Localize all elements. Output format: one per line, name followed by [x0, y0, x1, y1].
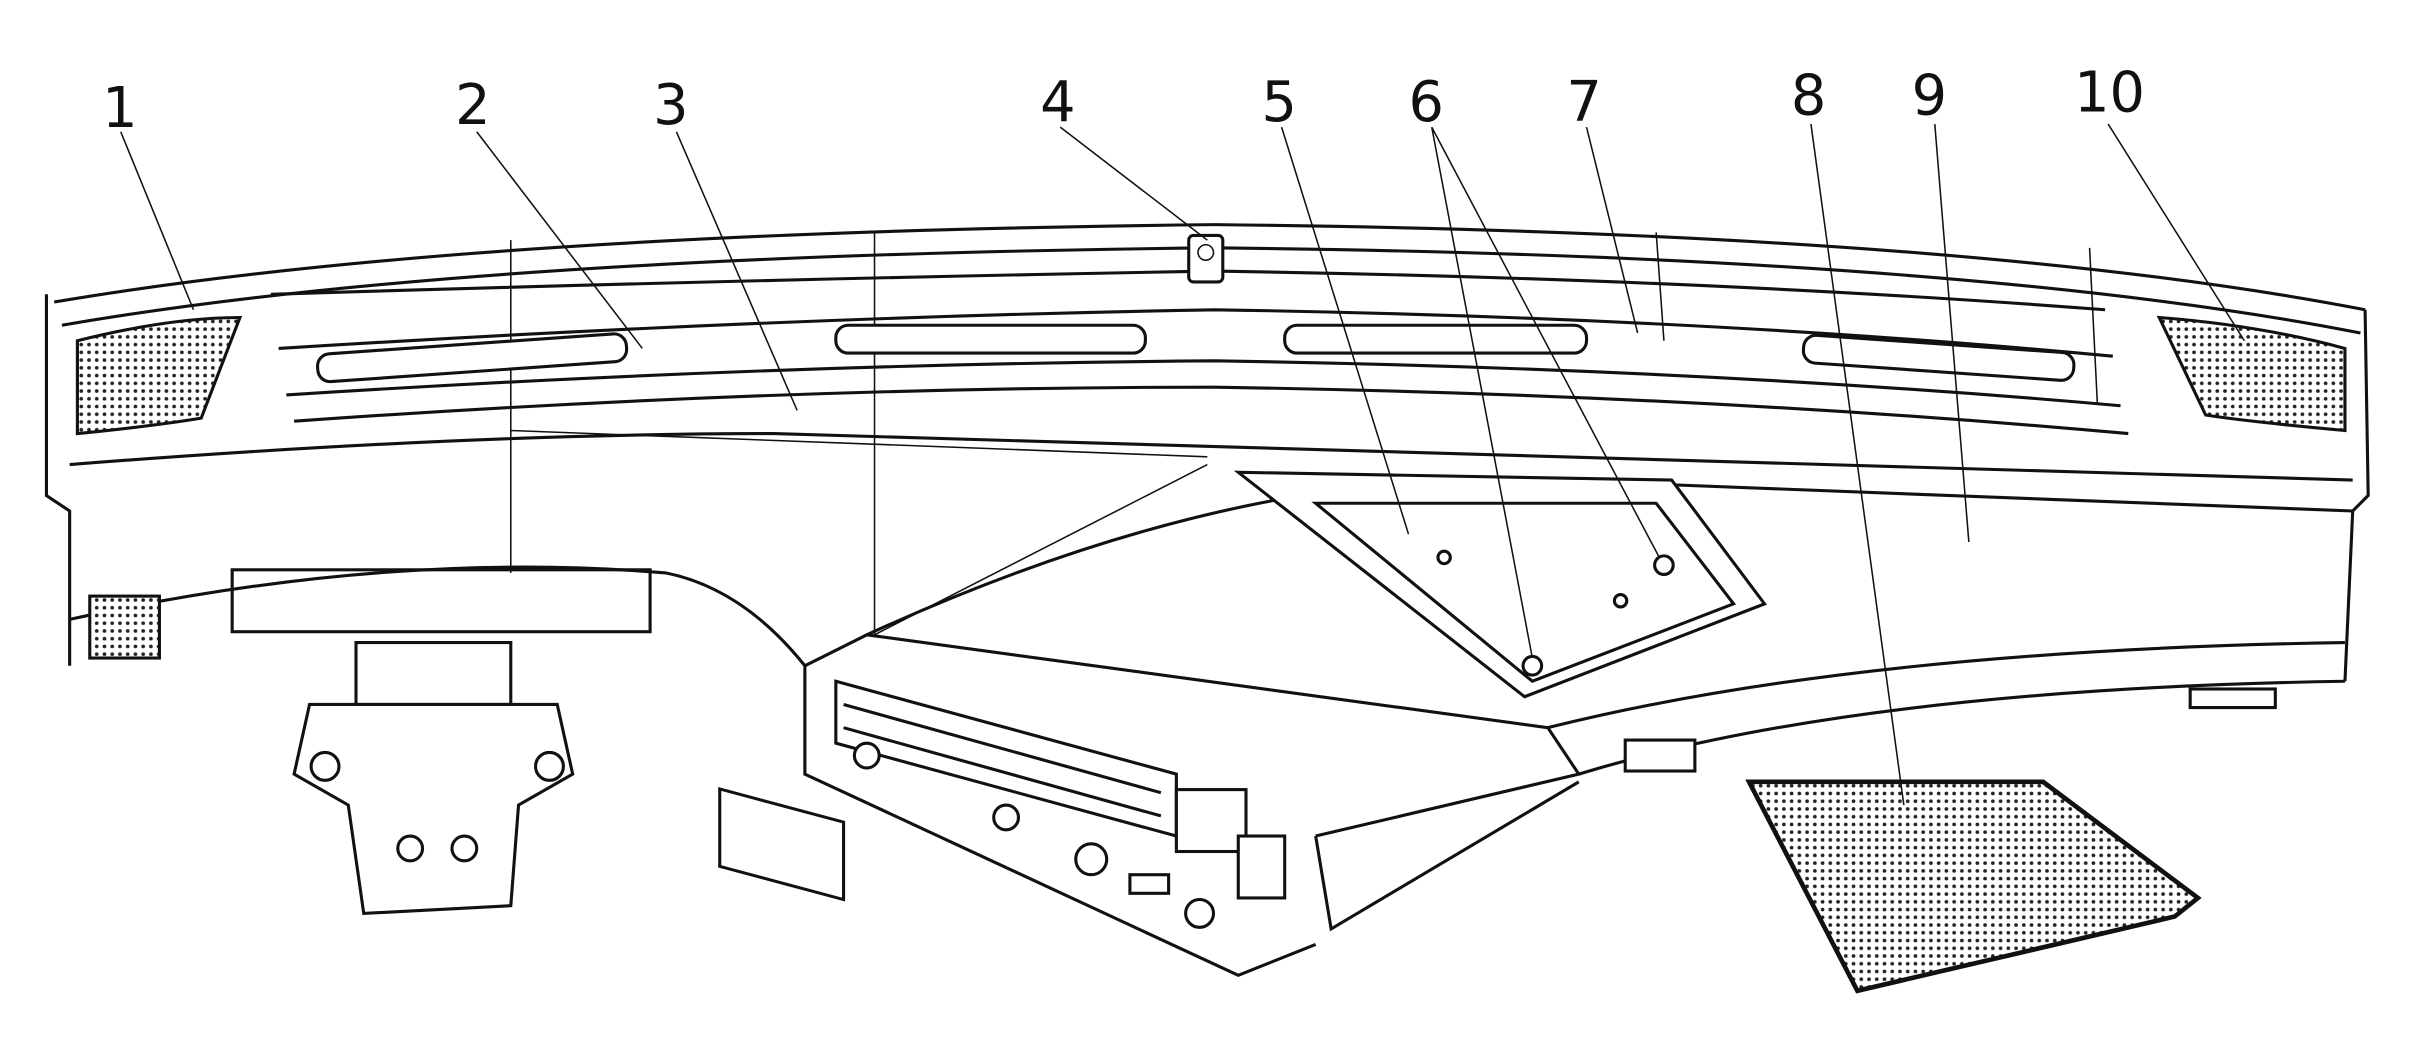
left-lower-vent: [88, 594, 161, 660]
steering-column-mount: [292, 641, 575, 916]
callout-5: 5: [1261, 70, 1296, 135]
callout-9: 9: [1912, 64, 1947, 129]
callout-8: 8: [1791, 64, 1826, 129]
callout-7: 7: [1566, 70, 1601, 135]
left-speaker-grille: [75, 315, 243, 436]
air-vents: [315, 323, 2076, 384]
speaker-cover: [1745, 779, 2202, 994]
callout-1: 1: [102, 76, 137, 141]
callout-6: 6: [1409, 70, 1444, 135]
callout-4: 4: [1040, 70, 1075, 135]
callout-2: 2: [455, 73, 490, 138]
center-console: [718, 679, 1287, 929]
callout-3: 3: [653, 73, 688, 138]
storage-tray: [1233, 470, 1767, 699]
leader-lines: [120, 123, 2246, 806]
sensor-module: [1187, 233, 1225, 284]
callout-10: 10: [2074, 61, 2145, 126]
right-speaker-grille: [2156, 315, 2347, 433]
